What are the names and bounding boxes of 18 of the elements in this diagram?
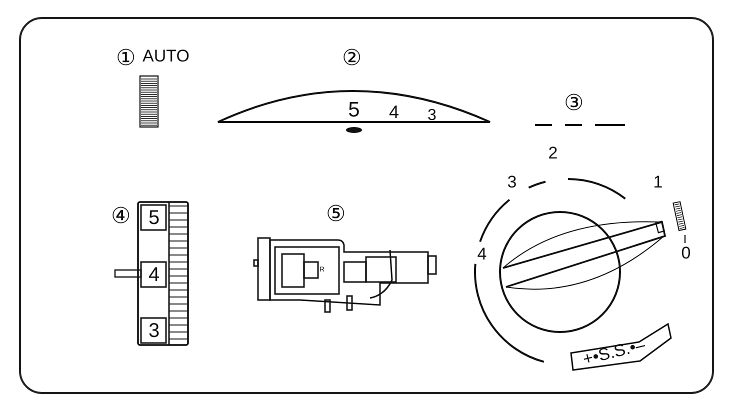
- callout-number: ②: [342, 47, 362, 69]
- dial-number: 2: [548, 144, 558, 162]
- callout-number: ①: [116, 47, 136, 69]
- setting-label: +•S.S.•–: [581, 336, 647, 368]
- dial-number: 1: [653, 174, 663, 190]
- mode-label: AUTO: [142, 48, 190, 64]
- dial-number: 4: [477, 246, 487, 262]
- callout-number: ④: [111, 205, 131, 227]
- dial-number: 5: [148, 208, 160, 228]
- scale-number: 5: [348, 100, 360, 120]
- callout-number: ⑤: [326, 203, 346, 225]
- dial-number: 3: [507, 174, 517, 190]
- dial-number: 4: [148, 265, 160, 285]
- scale-number: 4: [389, 103, 399, 121]
- callout-number: ③: [564, 92, 584, 114]
- scale-number: 3: [428, 108, 436, 124]
- dial-number: 3: [148, 321, 160, 341]
- dial-number: 0: [681, 244, 691, 262]
